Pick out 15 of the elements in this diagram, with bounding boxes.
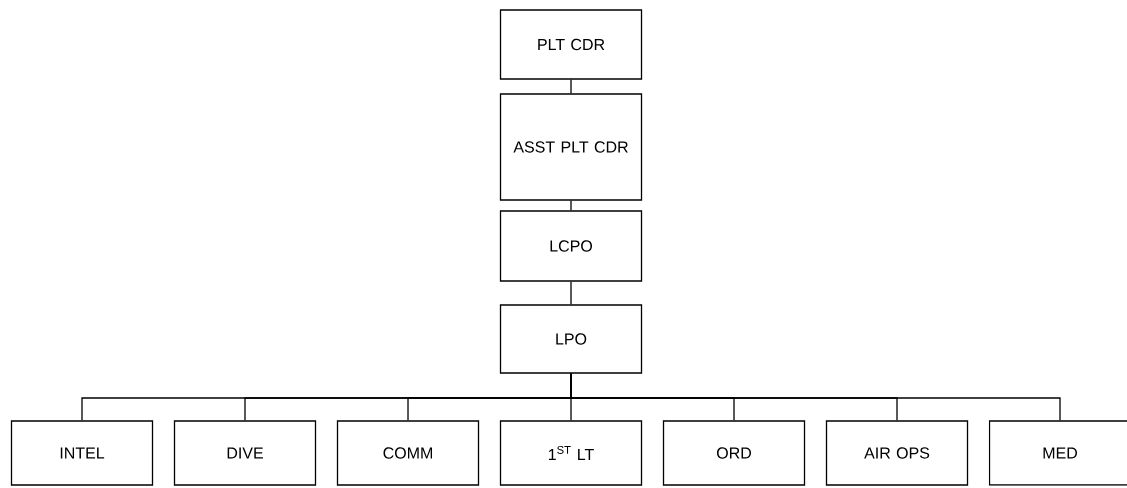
connector-line [570,373,1061,421]
org-box: MED [988,420,1127,486]
org-box: INTEL [10,420,154,486]
org-box: PLT CDR [499,9,643,80]
org-box: LPO [499,304,643,374]
connector-line [570,200,572,211]
connector-line [570,79,572,94]
org-box: AIR OPS [825,420,969,486]
org-box: ASST PLT CDR [499,93,643,201]
org-box: ORD [662,420,806,486]
org-box: 1$^{ST}$ LT [499,420,643,486]
connector-line [570,281,572,305]
org-box: LCPO [499,210,643,282]
org-box: DIVE [173,420,317,486]
org-box: COMM [336,420,480,486]
